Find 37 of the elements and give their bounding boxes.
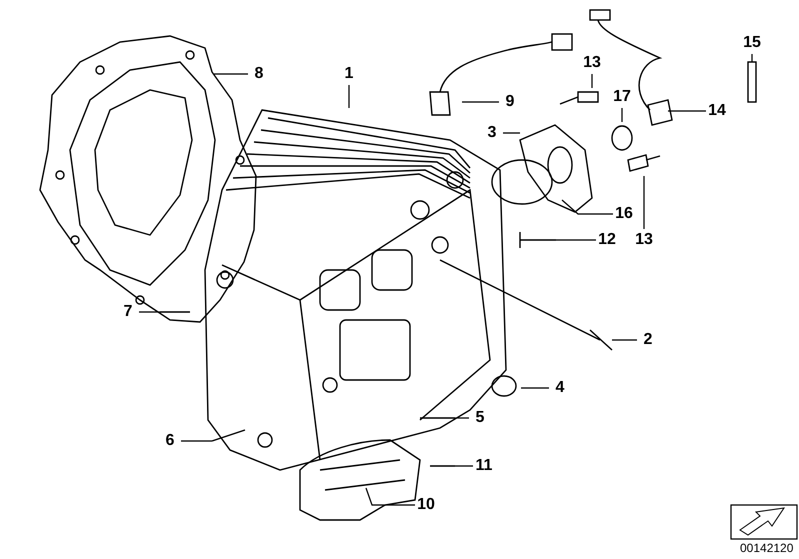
callout-number: 10 <box>417 496 435 514</box>
callout-number: 14 <box>708 102 726 120</box>
callout-number: 5 <box>476 409 484 427</box>
callout-number: 13 <box>635 231 653 249</box>
leader-line <box>521 387 549 389</box>
callout-number: 16 <box>615 205 633 223</box>
callout-number: 9 <box>506 93 514 111</box>
leader-line <box>181 440 212 442</box>
callout-number: 3 <box>488 124 496 142</box>
callout-number: 4 <box>556 379 564 397</box>
callout-number: 6 <box>166 432 174 450</box>
callout-number: 7 <box>124 303 132 321</box>
leader-line <box>455 465 473 467</box>
leader-line <box>643 176 645 229</box>
leader-line <box>612 339 637 341</box>
callout-number: 17 <box>613 88 631 106</box>
leader-line <box>562 200 613 215</box>
leader-line <box>668 110 706 112</box>
leader-line <box>365 488 415 506</box>
leader-line <box>503 132 520 134</box>
leader-line <box>591 74 593 88</box>
drawing-number: 00142120 <box>740 541 794 555</box>
callout-number: 1 <box>344 65 354 83</box>
callout-number: 2 <box>644 331 652 349</box>
leader-line <box>556 239 596 241</box>
callout-number: 11 <box>476 457 492 475</box>
leader-line <box>462 101 499 103</box>
callout-number: 8 <box>254 65 264 83</box>
callout-number: 12 <box>598 231 616 249</box>
callout-number: 13 <box>583 54 601 72</box>
leader-line <box>139 311 160 313</box>
leader-line <box>621 108 623 122</box>
leader-line <box>455 417 469 419</box>
leader-line <box>214 73 248 75</box>
leader-line <box>348 85 350 108</box>
leader-line <box>751 54 753 62</box>
callout-number: 15 <box>743 34 761 52</box>
